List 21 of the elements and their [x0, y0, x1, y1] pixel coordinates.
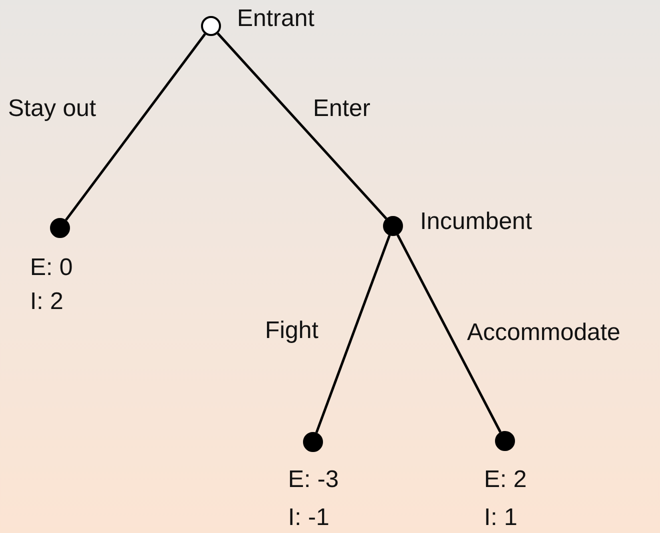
player-label: Entrant [237, 5, 314, 33]
node-dot [495, 431, 515, 451]
edge-label: Fight [265, 317, 318, 345]
edge-label: Enter [313, 95, 370, 123]
branch-line [315, 234, 391, 434]
node-dot [50, 218, 70, 238]
payoff-label: I: 2 [30, 288, 64, 316]
payoff-label: E: -3 [288, 466, 339, 494]
decision-node-circle [201, 16, 221, 36]
edge-label: Accommodate [467, 319, 620, 347]
branch-line [64, 33, 206, 221]
player-label: Incumbent [420, 208, 532, 236]
payoff-label: I: 1 [484, 504, 518, 532]
node-dot [383, 216, 403, 236]
edge-label: Stay out [8, 95, 96, 123]
payoff-label: I: -1 [288, 504, 330, 532]
payoff-label: E: 2 [484, 466, 527, 494]
branch-line [396, 234, 502, 433]
branch-line [216, 32, 388, 220]
node-dot [303, 432, 323, 452]
payoff-label: E: 0 [30, 254, 73, 282]
